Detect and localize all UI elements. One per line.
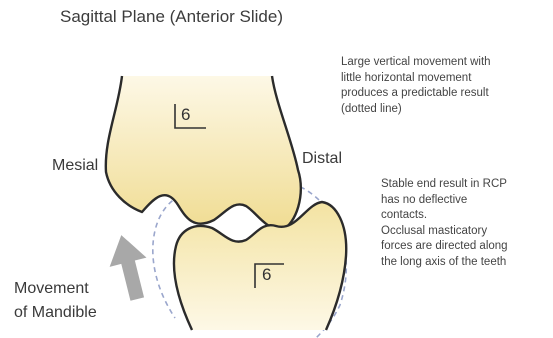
movement-of-mandible-label: Movement of Mandible (14, 277, 97, 325)
movement-label-line: of Mandible (14, 301, 97, 325)
note-line: has no deflective (381, 193, 508, 209)
lower-tooth-number: 6 (262, 265, 271, 285)
note-line: little horizontal movement (341, 71, 491, 87)
note-line: Large vertical movement with (341, 55, 491, 71)
movement-label-line: Movement (14, 277, 97, 301)
note-line: (dotted line) (341, 102, 491, 118)
note-line: Stable end result in RCP (381, 177, 508, 193)
upper-tooth (106, 76, 301, 230)
diagram-title: Sagittal Plane (Anterior Slide) (60, 7, 283, 27)
note-stable-end-result: Stable end result in RCP has no deflecti… (381, 177, 508, 270)
note-line: forces are directed along (381, 239, 508, 255)
note-line: contacts. (381, 208, 508, 224)
upper-tooth-number: 6 (181, 105, 190, 125)
note-vertical-movement: Large vertical movement with little hori… (341, 55, 491, 117)
distal-label: Distal (302, 150, 342, 168)
note-line: the long axis of the teeth (381, 255, 508, 271)
mesial-label: Mesial (52, 157, 98, 175)
note-line: Occlusal masticatory (381, 224, 508, 240)
movement-arrow-icon (103, 230, 156, 303)
note-line: produces a predictable result (341, 86, 491, 102)
